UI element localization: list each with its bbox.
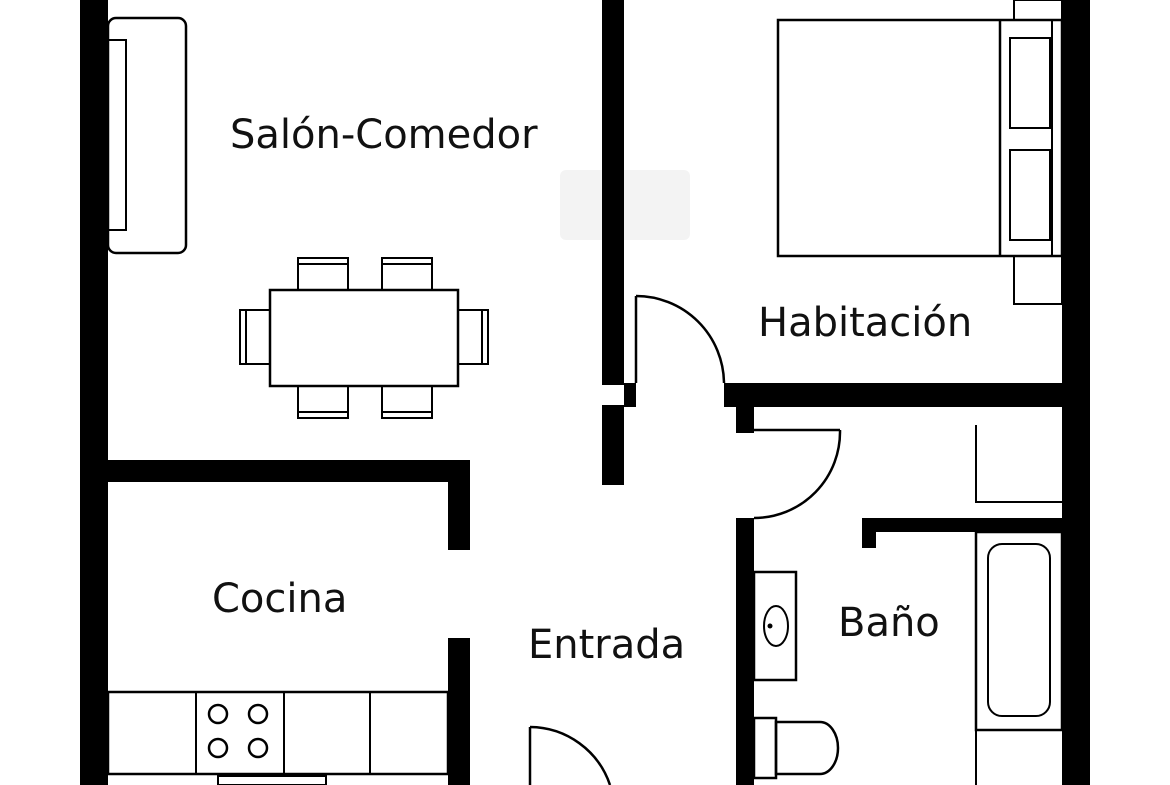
wall-bath-left-upper bbox=[736, 405, 754, 433]
chair bbox=[381, 257, 433, 291]
wall-top-right-post bbox=[1062, 0, 1090, 20]
label-entrance: Entrada bbox=[528, 622, 685, 668]
chair bbox=[457, 309, 489, 365]
wall-kitchen-right-lower bbox=[448, 638, 470, 785]
wall-bath-tub-top bbox=[862, 518, 1074, 532]
wall-kitchen-right-upper bbox=[448, 460, 470, 550]
label-kitchen: Cocina bbox=[212, 576, 347, 622]
pillow bbox=[1009, 149, 1051, 241]
chair bbox=[297, 257, 349, 291]
pillow bbox=[1009, 37, 1051, 129]
doors bbox=[528, 294, 842, 785]
wall-living-bedroom bbox=[602, 0, 624, 385]
wall-bath-left-lower bbox=[736, 518, 754, 785]
room-labels: Salón-Comedor Habitación Cocina Entrada … bbox=[212, 112, 972, 668]
label-bedroom: Habitación bbox=[758, 300, 972, 346]
chair bbox=[297, 385, 349, 419]
wall-bath-tub-stub bbox=[862, 518, 876, 548]
chair bbox=[239, 309, 271, 365]
wall-kitchen-top bbox=[80, 460, 470, 482]
wall-bedroom-door-jamb bbox=[624, 383, 636, 407]
dining-table bbox=[239, 257, 489, 419]
bathroom-fixtures bbox=[752, 425, 1064, 785]
door-bathroom bbox=[753, 428, 842, 520]
walls bbox=[80, 0, 1090, 785]
bath-cabinet bbox=[975, 425, 1062, 503]
bed bbox=[776, 0, 1064, 305]
table-top bbox=[268, 288, 460, 388]
nightstand bbox=[1013, 255, 1063, 305]
watermark bbox=[560, 170, 690, 240]
cooktop bbox=[207, 703, 269, 759]
wall-bedroom-bottom bbox=[724, 383, 1090, 407]
door-entrance bbox=[528, 725, 612, 785]
wall-living-entrance bbox=[602, 405, 624, 485]
kitchen-counter bbox=[106, 690, 450, 785]
wall-right-lower bbox=[1062, 425, 1090, 785]
bathtub bbox=[974, 530, 1064, 785]
wall-outer-left bbox=[80, 0, 108, 785]
nightstand bbox=[1013, 0, 1063, 21]
sink bbox=[752, 570, 798, 682]
sofa bbox=[106, 16, 188, 255]
door-bedroom bbox=[634, 294, 726, 384]
label-living-dining: Salón-Comedor bbox=[230, 112, 538, 158]
toilet bbox=[752, 716, 840, 780]
label-bathroom: Baño bbox=[838, 600, 940, 646]
chair bbox=[381, 385, 433, 419]
